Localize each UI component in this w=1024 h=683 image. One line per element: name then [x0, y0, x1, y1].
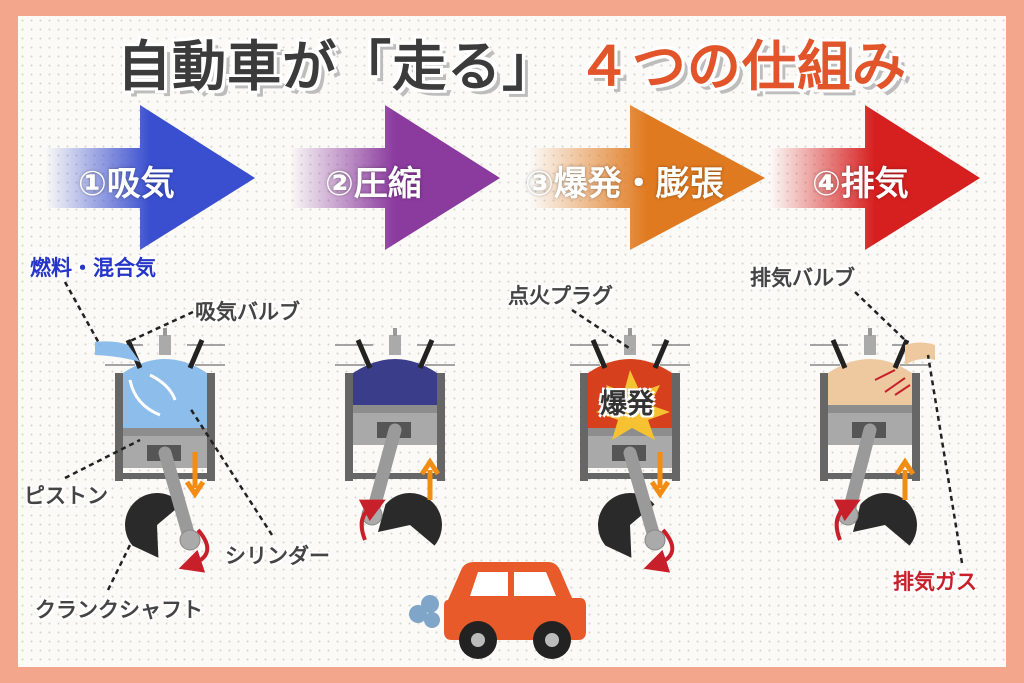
title-main: 自動車が「走る」 — [117, 35, 558, 98]
label-fuel-mixture: 燃料・混合気 — [30, 256, 156, 280]
arrow-down-icon — [649, 452, 671, 499]
arrow-down-icon — [184, 452, 206, 499]
engine-combustion — [570, 328, 690, 573]
rotation-arrow-icon — [833, 499, 861, 541]
arrow-up-icon — [894, 457, 916, 500]
crankshaft — [377, 493, 442, 546]
explosion-burst — [596, 370, 670, 440]
page-title: 自動車が「走る」 ４つの仕組み — [0, 22, 1024, 101]
step-arrow-4 — [770, 105, 980, 250]
step-combustion: ③爆発・膨張 — [525, 164, 724, 204]
step-intake: ①吸気 — [78, 164, 175, 204]
step-arrow-2 — [290, 105, 500, 250]
title-accent: ４つの仕組み — [576, 35, 907, 98]
explosion-text: 爆発 — [600, 389, 654, 420]
label-exhaust-gas: 排気ガス — [893, 570, 977, 594]
label-crankshaft: クランクシャフト — [35, 598, 203, 622]
label-spark-plug: 点火プラグ — [508, 284, 613, 308]
leader-lines — [63, 281, 964, 591]
label-piston: ピストン — [24, 484, 108, 508]
step-arrow-1 — [45, 105, 255, 250]
crankshaft — [852, 493, 917, 546]
label-exhaust-valve: 排気バルブ — [750, 266, 855, 290]
label-intake-valve: 吸気バルブ — [195, 300, 300, 324]
rotation-arrow-icon — [643, 528, 675, 573]
rotation-arrow-icon — [178, 528, 210, 573]
step-arrow-3 — [530, 105, 765, 250]
step-compression: ②圧縮 — [325, 164, 422, 204]
car-illustration — [409, 562, 586, 659]
engine-exhaust — [810, 328, 930, 546]
arrow-up-icon — [419, 457, 441, 500]
label-cylinder: シリンダー — [225, 544, 330, 568]
crankshaft — [125, 493, 182, 558]
rotation-arrow-icon — [358, 499, 386, 541]
step-exhaust: ④排気 — [812, 164, 909, 204]
engine-compression — [335, 328, 455, 546]
engine-intake — [105, 328, 225, 573]
